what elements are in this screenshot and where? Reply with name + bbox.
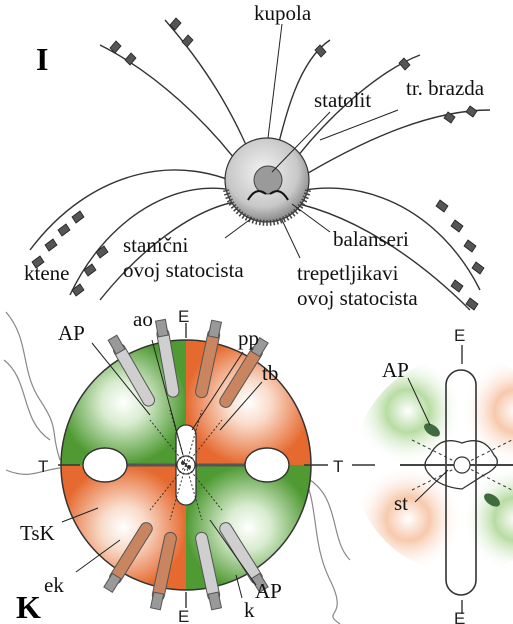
- label-ao: ao: [133, 307, 153, 331]
- statocyst-illustration: [30, 18, 490, 310]
- axis-E-bottom-left: E: [178, 607, 189, 624]
- label-k: k: [244, 598, 255, 622]
- label-stanicni-2: ovoj statocista: [123, 258, 244, 282]
- panel-letter-K: K: [16, 589, 41, 624]
- axis-E-top-right: E: [454, 326, 465, 345]
- label-statolit: statolit: [314, 88, 371, 112]
- statolith: [254, 166, 282, 194]
- label-trepetljikavi-2: ovoj statocista: [297, 286, 418, 310]
- label-AP-top: AP: [58, 321, 85, 345]
- label-trepetljikavi-1: trepetljikavi: [297, 261, 399, 285]
- label-pp: pp: [238, 326, 259, 350]
- apical-organ-side: [454, 457, 470, 473]
- axis-T-left: T: [38, 457, 48, 476]
- label-st: st: [394, 491, 408, 515]
- label-kupola: kupola: [254, 1, 312, 25]
- axis-T-middle: T: [333, 457, 343, 476]
- panel-letter-I: I: [36, 41, 48, 77]
- label-TsK: TsK: [20, 521, 55, 545]
- label-stanicni-1: stanični: [123, 233, 188, 257]
- label-tb: tb: [262, 361, 278, 385]
- label-tr-brazda: tr. brazda: [406, 76, 485, 100]
- axis-E-top-left: E: [178, 307, 189, 326]
- label-AP-bottom: AP: [255, 579, 282, 603]
- tentacle-bulb-left: [83, 448, 127, 482]
- label-ek: ek: [44, 573, 64, 597]
- label-ktene: ktene: [24, 261, 69, 285]
- label-balanseri: balanseri: [333, 227, 409, 251]
- label-AP-right: AP: [382, 358, 409, 382]
- side-view-diagram: [354, 345, 513, 614]
- axis-E-bottom-right: E: [454, 609, 465, 624]
- tentacle-bulb-right: [245, 448, 289, 482]
